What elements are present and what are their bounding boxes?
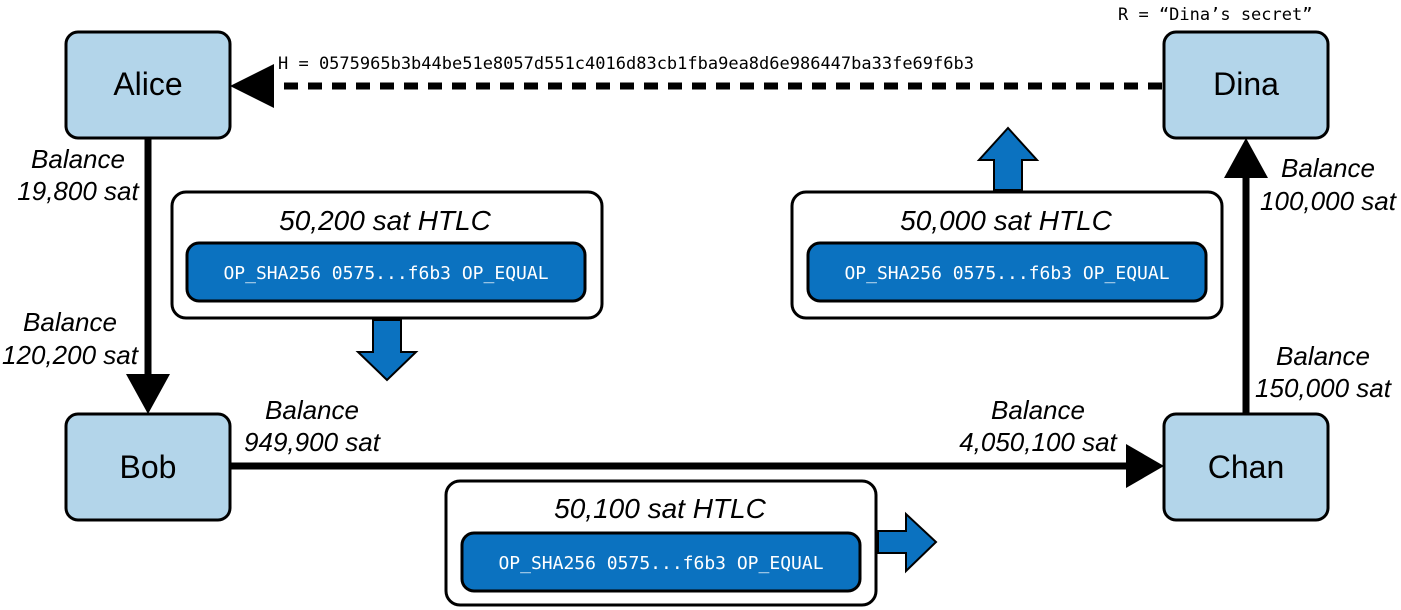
balance-bob-ab-line1: Balance [23,307,117,337]
htlc-card-bob-chan: 50,100 sat HTLC OP_SHA256 0575...f6b3 OP… [444,479,878,607]
node-dina-label: Dina [1213,66,1279,102]
balance-alice-line1: Balance [31,144,125,174]
htlc-cd-script: OP_SHA256 0575...f6b3 OP_EQUAL [844,263,1169,284]
htlc-ab-script-box [185,241,587,303]
arrowhead-alice-bob [126,374,170,414]
node-bob-label: Bob [120,449,177,485]
htlc-cd-script-box [806,241,1208,303]
balance-bob-bc-line1: Balance [265,395,359,425]
balance-dina-line2: 100,000 sat [1260,186,1398,216]
arrow-up-icon [976,126,1040,191]
balance-alice-line2: 19,800 sat [17,176,140,206]
node-chan-label: Chan [1208,449,1285,485]
htlc-cd-title: 50,000 sat HTLC [900,205,1112,236]
htlc-card-alice-bob: 50,200 sat HTLC OP_SHA256 0575...f6b3 OP… [170,190,604,320]
arrowhead-bob-chan [1126,444,1164,488]
htlc-bc-script-box [460,531,862,593]
htlc-bc-script: OP_SHA256 0575...f6b3 OP_EQUAL [498,553,823,574]
arrowhead-chan-dina [1224,138,1268,178]
balance-chan-bc-line1: Balance [991,395,1085,425]
balance-chan-bc-line2: 4,050,100 sat [959,427,1118,457]
balance-chan-cd-line2: 150,000 sat [1255,373,1393,403]
node-chan: Chan [1162,412,1330,522]
htlc-card-chan-dina: 50,000 sat HTLC OP_SHA256 0575...f6b3 OP… [790,190,1224,320]
balance-bob-ab-line2: 120,200 sat [2,340,140,370]
node-alice-label: Alice [113,66,182,102]
arrow-down-icon [355,319,419,382]
node-alice: Alice [64,30,232,140]
hash-label: H = 0575965b3b44be51e8057d551c4016d83cb1… [278,54,974,74]
balance-bob-bc-line2: 949,900 sat [244,427,382,457]
arrow-right-icon [877,511,938,574]
balance-chan-cd-line1: Balance [1276,341,1370,371]
node-bob: Bob [64,412,232,522]
htlc-ab-title: 50,200 sat HTLC [279,205,491,236]
hash-arrowhead [230,64,274,108]
balance-dina-line1: Balance [1281,153,1375,183]
htlc-ab-script: OP_SHA256 0575...f6b3 OP_EQUAL [223,263,548,284]
htlc-bc-title: 50,100 sat HTLC [554,493,766,524]
node-dina: Dina [1162,30,1330,140]
secret-preimage-label: R = “Dina’s secret” [1118,5,1312,25]
